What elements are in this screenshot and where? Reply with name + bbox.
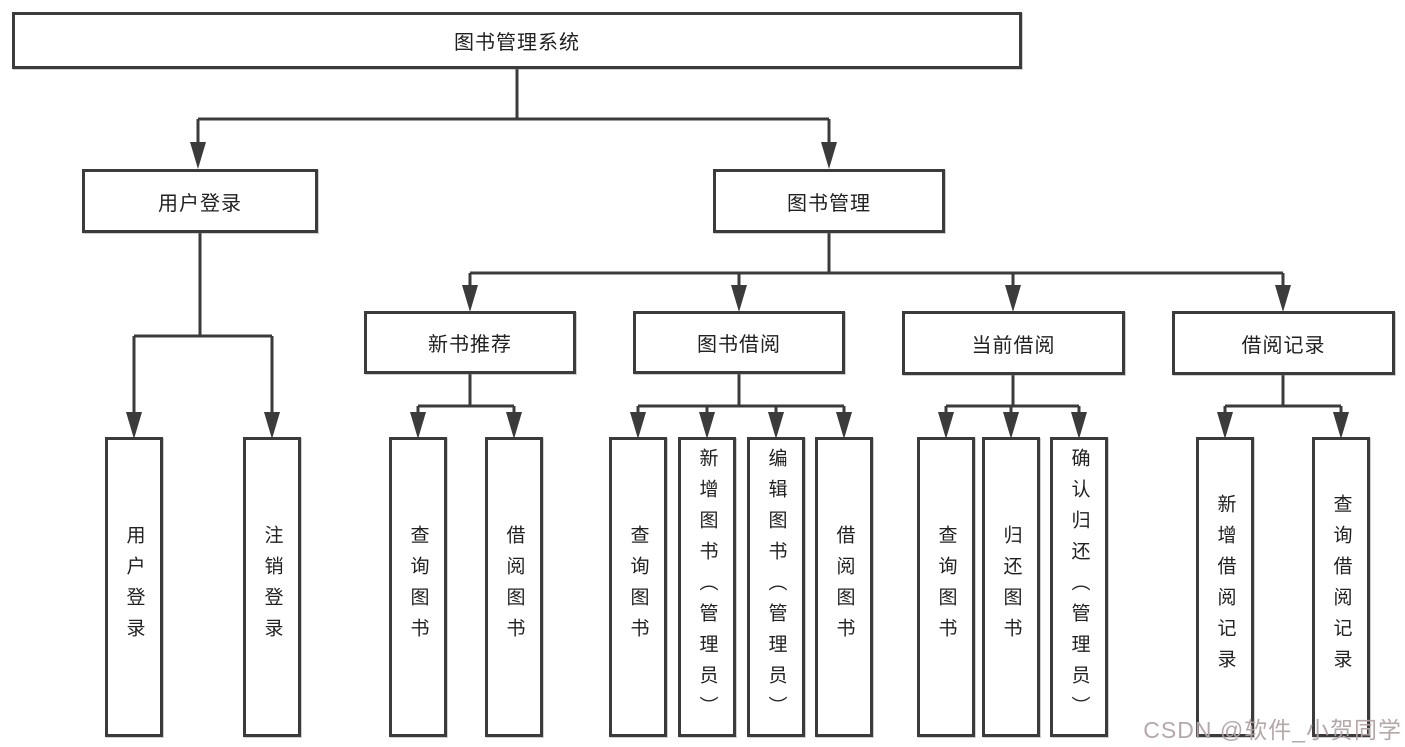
leaf-logout: 注销登录	[243, 437, 301, 737]
leaf-label: 借阅图书	[503, 525, 525, 649]
node-user-login: 用户登录	[82, 169, 318, 233]
leaf-label: 归还图书	[1000, 525, 1022, 649]
leaf-borrow-books: 借阅图书	[815, 437, 873, 737]
leaf-label: 确认归还（管理员）	[1068, 447, 1090, 727]
leaf-label: 查询图书	[935, 525, 957, 649]
leaf-query-books-borrowing: 查询图书	[609, 437, 667, 737]
node-book-borrowing: 图书借阅	[633, 311, 845, 374]
node-borrowing-records: 借阅记录	[1172, 311, 1395, 375]
leaf-label: 查询借阅记录	[1330, 494, 1352, 680]
leaf-user-login: 用户登录	[105, 437, 163, 737]
leaf-label: 新增图书（管理员）	[696, 447, 718, 727]
node-label: 新书推荐	[428, 334, 512, 356]
leaf-edit-books-admin: 编辑图书（管理员）	[747, 437, 805, 737]
leaf-label: 查询图书	[627, 525, 649, 649]
node-label: 图书管理系统	[454, 32, 580, 54]
leaf-return-books: 归还图书	[982, 437, 1040, 737]
node-current-borrowing: 当前借阅	[902, 311, 1125, 375]
node-book-management: 图书管理	[713, 169, 945, 233]
leaf-label: 新增借阅记录	[1214, 494, 1236, 680]
leaf-query-books-recommend: 查询图书	[389, 437, 447, 737]
leaf-confirm-return-admin: 确认归还（管理员）	[1050, 437, 1108, 737]
node-label: 借阅记录	[1241, 334, 1326, 357]
leaf-label: 借阅图书	[833, 525, 855, 649]
leaf-add-books-admin: 新增图书（管理员）	[678, 437, 736, 737]
node-new-book-recommendation: 新书推荐	[364, 311, 576, 374]
leaf-label: 注销登录	[261, 525, 283, 649]
node-library-management-system: 图书管理系统	[12, 12, 1022, 69]
node-label: 当前借阅	[971, 334, 1056, 357]
leaf-label: 编辑图书（管理员）	[765, 447, 787, 727]
node-label: 图书管理	[787, 192, 871, 215]
node-label: 图书借阅	[697, 334, 781, 356]
node-label: 用户登录	[158, 192, 242, 215]
leaf-label: 用户登录	[123, 525, 145, 649]
arrow-down-icons	[126, 142, 1349, 439]
leaf-query-books-current: 查询图书	[917, 437, 975, 737]
leaf-label: 查询图书	[407, 525, 429, 649]
leaf-query-borrow-record: 查询借阅记录	[1312, 437, 1370, 737]
leaf-borrow-books-recommend: 借阅图书	[485, 437, 543, 737]
leaf-add-borrow-record: 新增借阅记录	[1196, 437, 1254, 737]
